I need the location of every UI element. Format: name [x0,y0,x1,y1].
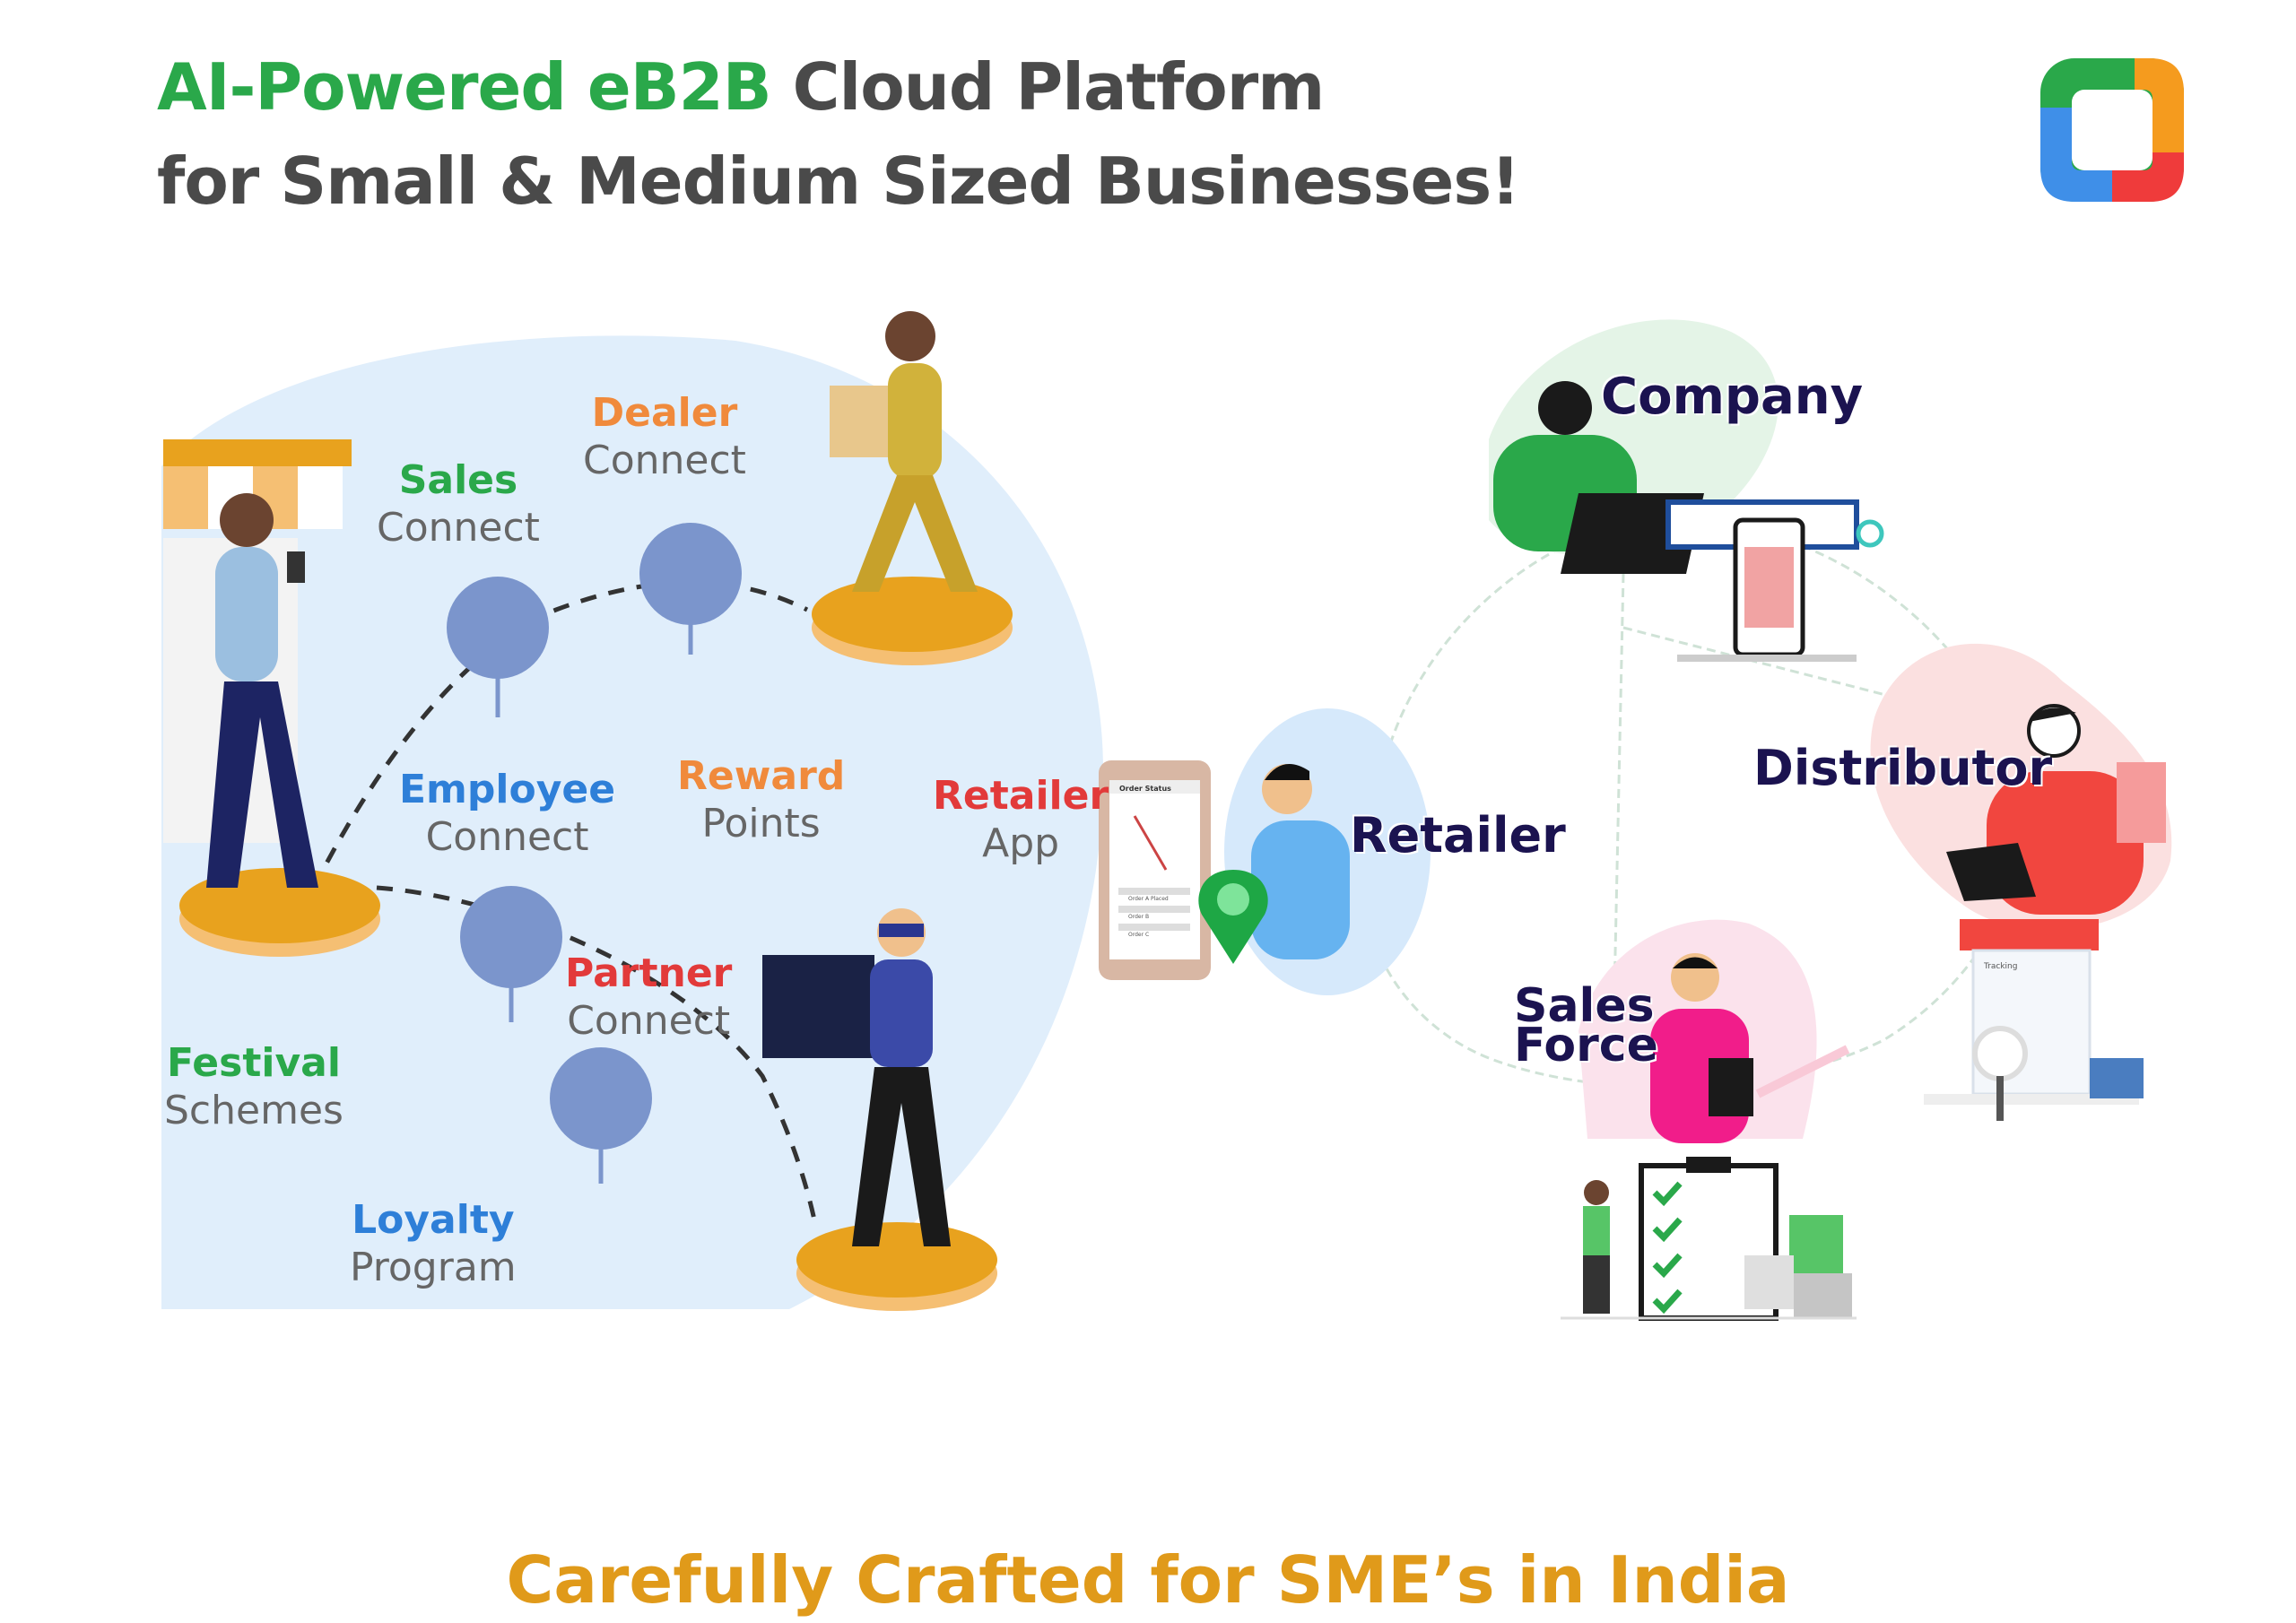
feature-subtitle: Connect [425,813,589,860]
feature-retailer-app: Retailer App [933,773,1109,868]
feature-path [311,580,809,890]
feature-subtitle: Connect [377,504,540,551]
feature-title: Partner [565,950,733,996]
node-sales-force-line1: Sales [1514,979,1655,1033]
feature-subtitle: App [982,820,1060,866]
platform-base-icon [812,577,1013,665]
feature-reward-points: Reward Points [677,753,845,848]
feature-title: Reward [677,753,846,799]
page-title-rest: Cloud Platform [770,49,1326,125]
feature-title: Employee [399,767,616,812]
delivery-person-box-icon [830,311,978,592]
feature-subtitle: Program [350,1244,517,1290]
node-distributor: Distributor [1753,740,2053,796]
laptop-dashboard-icon [1561,493,1884,662]
network-connection-line [1613,573,1625,996]
phone-order-item: Order A Placed [1128,896,1169,902]
checklist-icon [1561,1157,1857,1321]
feature-title: Loyalty [352,1197,515,1243]
feature-path-lower [376,885,819,1229]
feature-subtitle: Schemes [164,1087,344,1133]
phone-order-item: Order C [1128,932,1149,938]
app-logo-icon [2040,58,2184,202]
tracking-kiosk-icon [1924,919,2144,1121]
distributor-person-icon [1946,704,2166,915]
node-retailer: Retailer [1350,807,1566,864]
feature-title: Festival [167,1040,341,1086]
node-sales-force: Sales Force [1514,983,1658,1069]
node-company: Company [1601,368,1864,426]
feature-subtitle: Connect [567,997,731,1044]
feature-sales-connect: Sales Connect [377,457,540,552]
tree-icon [639,523,742,655]
retailer-phone-icon [1099,760,1211,980]
tree-icon [447,577,549,717]
feature-festival-schemes: Festival Schemes [164,1040,344,1135]
footer-tagline: Carefully Crafted for SME’s in India [506,1542,1790,1618]
node-sales-force-line2: Force [1514,1019,1658,1073]
feature-dealer-connect: Dealer Connect [583,390,746,485]
retailer-person-icon [1251,764,1350,959]
customer-person-icon [206,493,318,888]
feature-subtitle: Connect [583,437,746,483]
tree-icon [460,886,562,1022]
feature-title: Sales [398,457,518,503]
tree-icon [550,1047,652,1184]
platform-base-icon [796,1222,997,1311]
sales-force-person-icon [1650,953,1850,1143]
phone-order-item: Order B [1128,914,1149,920]
courier-person-icon [762,908,951,1246]
location-pin-icon [1198,870,1268,964]
feature-subtitle: Points [701,800,821,846]
feature-employee-connect: Employee Connect [399,767,615,862]
feature-loyalty-program: Loyalty Program [350,1197,517,1292]
page-subtitle: for Small & Medium Sized Businesses! [157,143,1520,219]
tracking-label: Tracking [1983,962,2017,971]
phone-order-status: Order Status [1119,785,1171,793]
feature-partner-connect: Partner Connect [565,950,732,1046]
network-connection-line [1622,626,1974,719]
feature-title: Dealer [591,390,738,436]
page-title-highlight: AI-Powered eB2B [157,49,772,125]
page-title: AI-Powered eB2B Cloud Platform [157,49,1326,125]
feature-title: Retailer [933,773,1109,819]
